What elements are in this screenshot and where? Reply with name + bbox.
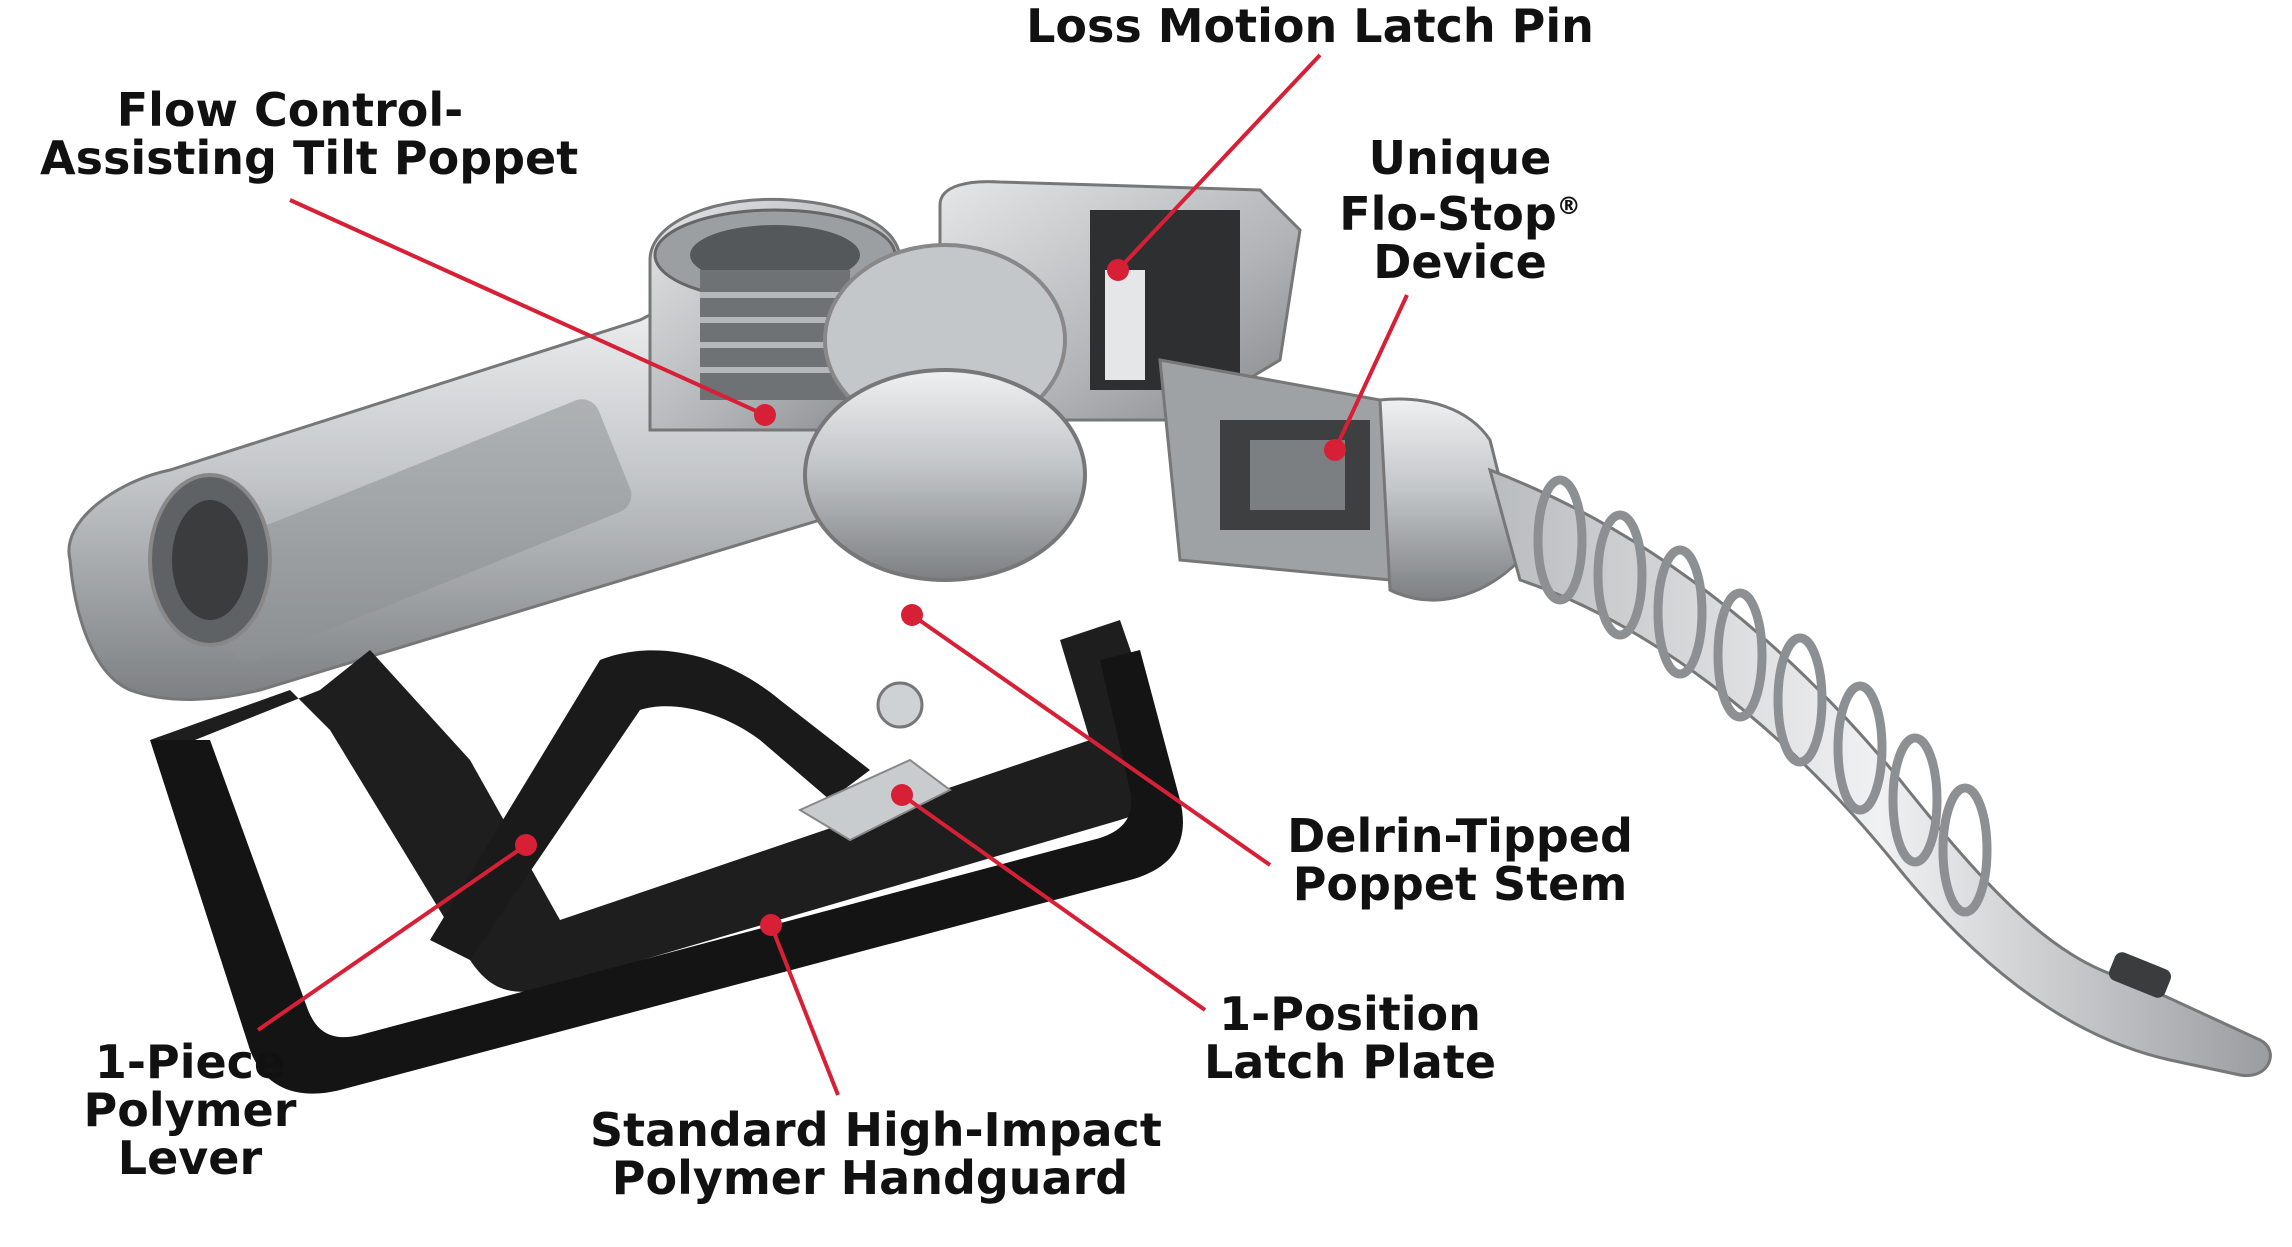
leader-tilt-poppet	[289, 198, 766, 417]
label-line: Unique	[1368, 131, 1552, 185]
label-line: Flow Control-	[116, 83, 464, 137]
label-line: Device	[1373, 235, 1547, 289]
leader-poppet-stem	[910, 613, 1272, 867]
label-loss-motion-latch-pin: Loss Motion Latch Pin	[1010, 2, 1610, 50]
dot-handguard	[760, 914, 782, 936]
label-line: 1-Piece	[94, 1035, 286, 1089]
dot-loss-motion-latch-pin	[1107, 259, 1129, 281]
label-line: Latch Plate	[1203, 1035, 1497, 1089]
leader-dots	[515, 259, 1346, 936]
label-latch-plate: 1-Position Latch Plate	[1180, 990, 1520, 1086]
leader-latch-plate	[900, 793, 1207, 1012]
label-line: Lever	[117, 1131, 263, 1185]
lever-handguard	[150, 620, 1183, 1094]
leader-flo-stop	[1333, 294, 1409, 451]
label-poppet-stem: Delrin-Tipped Poppet Stem	[1240, 812, 1680, 908]
label-line: Loss Motion Latch Pin	[1026, 0, 1594, 53]
dot-latch-plate	[891, 784, 913, 806]
label-line: Delrin-Tipped	[1287, 809, 1633, 863]
label-handguard: Standard High-Impact Polymer Handguard	[590, 1103, 1162, 1205]
label-tilt-poppet: Flow Control- Assisting Tilt Poppet	[40, 83, 579, 185]
registered-mark: ®	[1556, 192, 1581, 220]
label-line: Poppet Stem	[1292, 857, 1628, 911]
leader-handguard	[769, 924, 840, 1096]
dot-flo-stop	[1324, 439, 1346, 461]
label-text: Flo-Stop	[1339, 187, 1557, 241]
leader-loss-motion-latch-pin	[1116, 53, 1322, 272]
leader-lines	[256, 53, 1409, 1096]
label-polymer-lever: 1-Piece Polymer Lever	[60, 1038, 320, 1182]
handle-body	[67, 294, 822, 701]
label-line: Standard High-Impact	[590, 1103, 1162, 1157]
poppet-cover	[803, 243, 1087, 582]
label-line: 1-Position	[1219, 987, 1481, 1041]
label-line: Polymer	[83, 1083, 297, 1137]
label-line: Assisting Tilt Poppet	[40, 131, 579, 185]
leader-polymer-lever	[256, 843, 528, 1032]
spout-assembly	[1158, 358, 2272, 1078]
label-line: Polymer Handguard	[611, 1151, 1129, 1205]
label-flo-stop: Unique Flo-Stop® Device	[1310, 134, 1610, 286]
dot-polymer-lever	[515, 834, 537, 856]
dot-tilt-poppet	[754, 404, 776, 426]
label-line: Flo-Stop®	[1310, 182, 1610, 238]
dot-poppet-stem	[901, 604, 923, 626]
